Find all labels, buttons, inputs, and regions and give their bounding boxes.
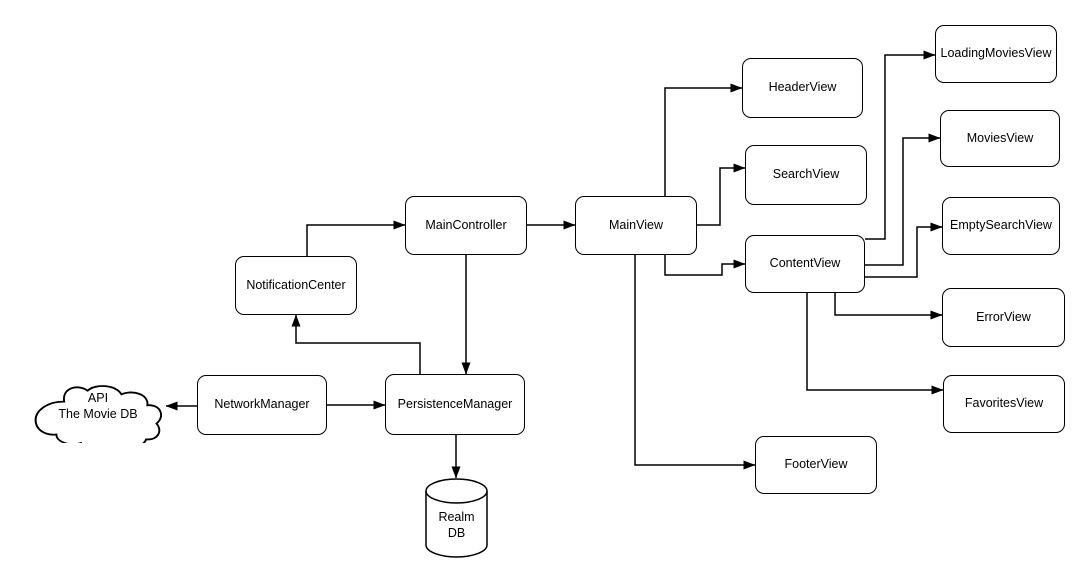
- node-persistence-manager: PersistenceManager: [385, 374, 525, 435]
- cylinder-shape: [425, 478, 488, 558]
- node-label: NotificationCenter: [246, 277, 346, 292]
- node-favorites-view: FavoritesView: [943, 375, 1065, 433]
- node-label: ErrorView: [976, 309, 1031, 324]
- cloud-shape: [34, 385, 163, 443]
- node-footer-view: FooterView: [755, 436, 877, 494]
- node-label: SearchView: [772, 167, 840, 182]
- edge-persistence-manager-to-notification-center: [291, 314, 421, 374]
- node-label: LoadingMoviesView: [940, 46, 1052, 61]
- node-error-view: ErrorView: [942, 288, 1065, 347]
- edge-content-view-to-empty-search-view: [865, 222, 943, 278]
- node-content-view: ContentView: [745, 235, 865, 293]
- node-network-manager: NetworkManager: [197, 375, 327, 435]
- edge-content-view-to-loading-movies-view: [865, 50, 936, 240]
- node-label: MoviesView: [966, 130, 1034, 145]
- node-movies-view: MoviesView: [940, 110, 1060, 167]
- node-label: MainView: [609, 217, 663, 232]
- edge-content-view-to-movies-view: [865, 133, 941, 266]
- node-label: PersistenceManager: [397, 396, 513, 411]
- node-label: EmptySearchView: [950, 218, 1052, 233]
- edge-content-view-to-error-view: [834, 293, 943, 320]
- edge-main-view-to-search-view: [697, 163, 746, 226]
- node-label: NetworkManager: [214, 397, 310, 412]
- edge-notification-center-to-main-controller: [306, 220, 406, 256]
- node-main-controller: MainController: [405, 196, 527, 255]
- node-label: FooterView: [784, 457, 848, 472]
- node-label: MainController: [425, 217, 507, 232]
- node-empty-search-view: EmptySearchView: [942, 197, 1060, 255]
- edge-main-view-to-header-view: [664, 83, 743, 196]
- edge-main-view-to-content-view: [664, 255, 746, 276]
- node-loading-movies-view: LoadingMoviesView: [935, 25, 1057, 83]
- node-label: FavoritesView: [964, 396, 1044, 411]
- node-search-view: SearchView: [745, 145, 867, 205]
- node-header-view: HeaderView: [742, 58, 863, 118]
- edge-content-view-to-favorites-view: [806, 293, 944, 395]
- node-label: HeaderView: [768, 80, 837, 95]
- node-main-view: MainView: [575, 196, 697, 255]
- node-notification-center: NotificationCenter: [235, 256, 357, 315]
- edge-main-view-to-footer-view: [634, 255, 756, 470]
- node-label: ContentView: [769, 256, 841, 271]
